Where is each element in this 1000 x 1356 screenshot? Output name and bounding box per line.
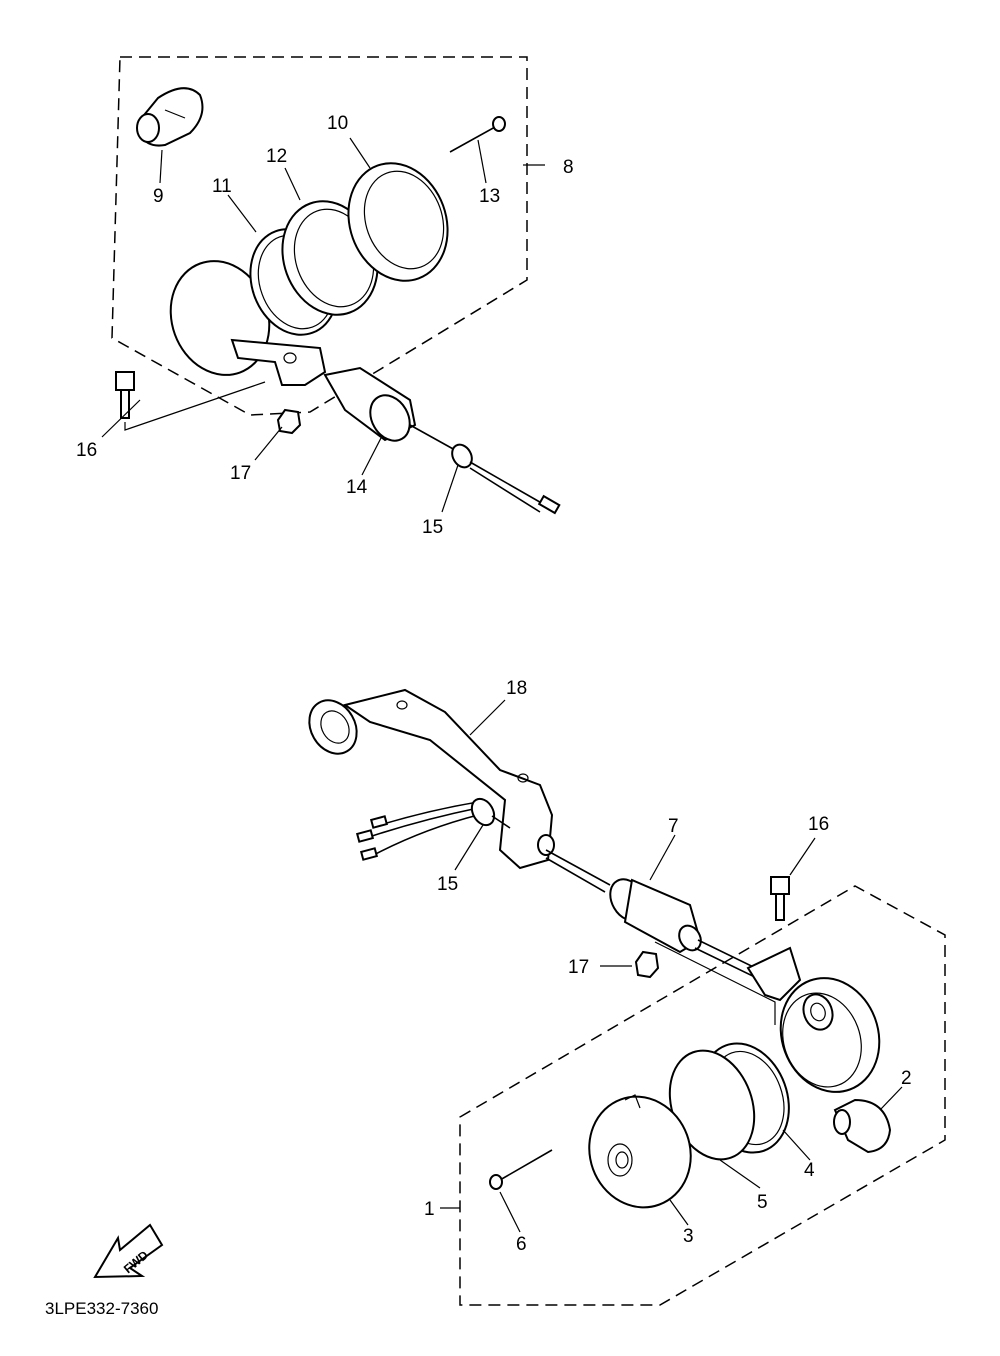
label-15: 15 — [422, 517, 443, 538]
nut-17-lower — [634, 950, 660, 979]
lens-3 — [588, 1094, 692, 1209]
label-18: 18 — [506, 678, 527, 699]
lower-assembly: 1 2 3 4 5 6 7 15 16 17 18 — [308, 678, 946, 1306]
label-3: 3 — [683, 1226, 694, 1247]
label-1: 1 — [424, 1199, 435, 1220]
screw-13 — [449, 116, 506, 153]
group-8-outline — [111, 56, 528, 416]
part-code: 3LPE332-7360 — [45, 1299, 158, 1318]
label-16-lower: 16 — [808, 814, 829, 835]
label-10: 10 — [327, 113, 348, 134]
rim-10 — [347, 162, 449, 282]
bulb-9 — [136, 87, 204, 147]
screw-6 — [489, 1149, 553, 1190]
bolt-16-lower — [770, 876, 790, 921]
label-17-lower: 17 — [568, 957, 589, 978]
bulb-2 — [833, 1098, 892, 1154]
grommet-15 — [451, 443, 473, 469]
nut-17 — [276, 408, 302, 435]
label-2: 2 — [901, 1068, 912, 1089]
label-15-lower: 15 — [437, 874, 458, 895]
label-12: 12 — [266, 146, 287, 167]
label-13: 13 — [479, 186, 500, 207]
fwd-arrow-icon: FWD — [93, 1223, 164, 1279]
label-8: 8 — [563, 157, 574, 178]
label-11: 11 — [212, 176, 232, 197]
label-4: 4 — [804, 1160, 815, 1181]
grommet-15-lower — [470, 797, 496, 827]
label-5: 5 — [757, 1192, 768, 1213]
bolt-16 — [115, 371, 135, 419]
upper-assembly: 8 9 10 11 12 13 14 15 16 17 — [76, 56, 574, 538]
socket-7 — [609, 878, 702, 954]
bracket-18 — [308, 688, 555, 870]
label-9: 9 — [153, 186, 164, 207]
label-16: 16 — [76, 440, 97, 461]
label-17: 17 — [230, 463, 251, 484]
label-7: 7 — [668, 816, 679, 837]
label-14: 14 — [346, 477, 368, 498]
socket-14 — [323, 366, 456, 451]
label-6: 6 — [516, 1234, 527, 1255]
group-1-outline — [459, 885, 946, 1306]
